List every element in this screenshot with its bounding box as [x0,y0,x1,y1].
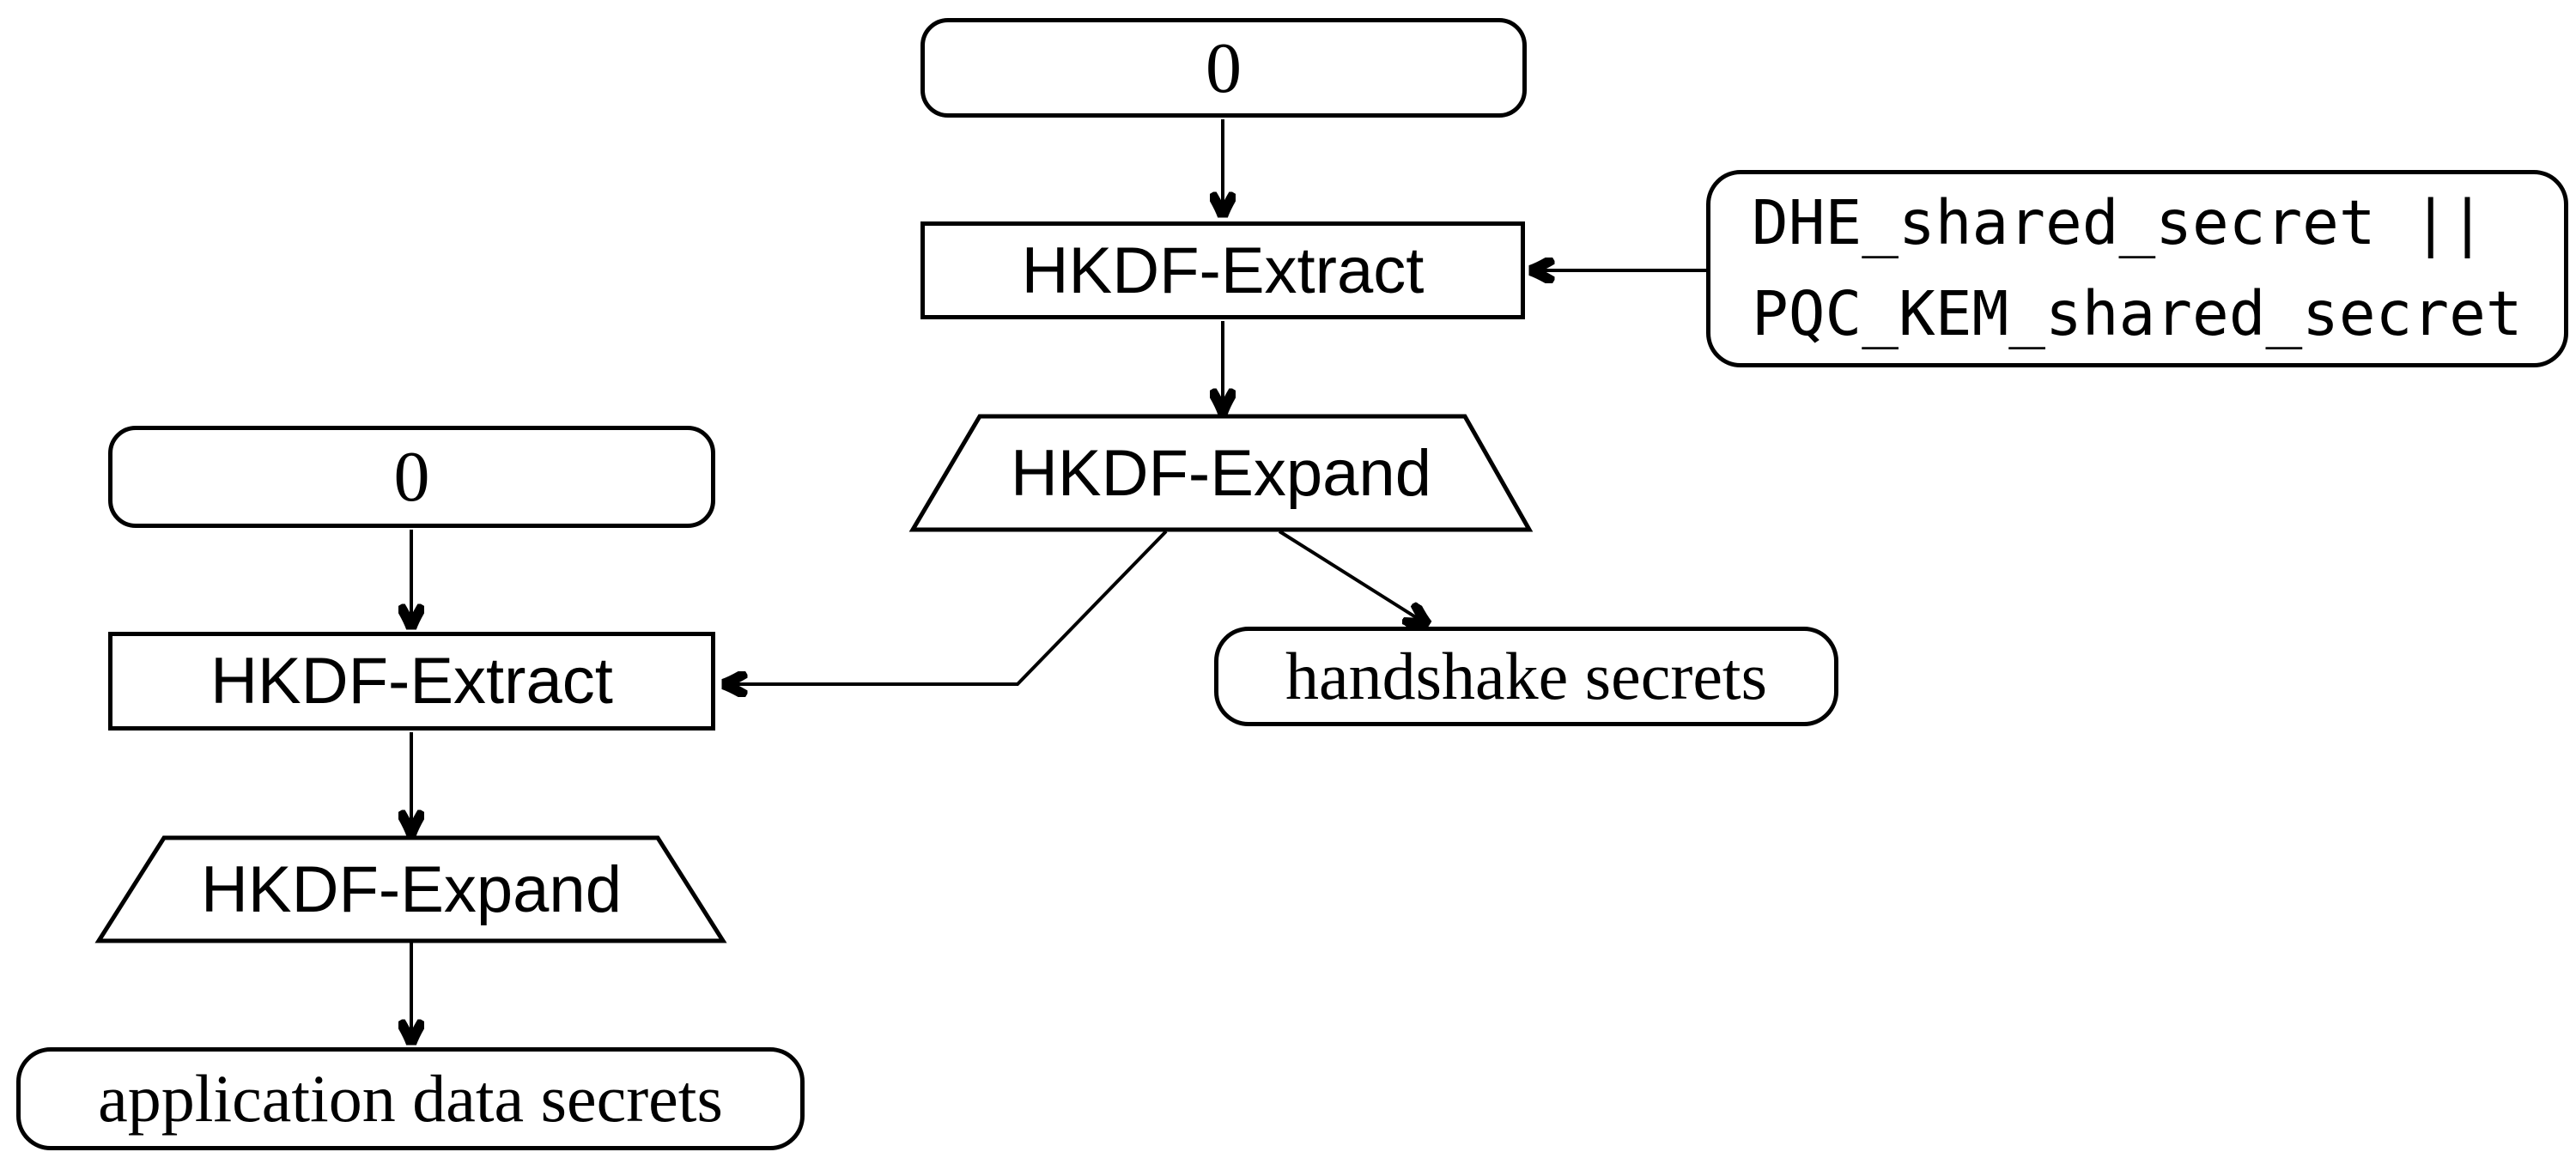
node-hkdf-expand-left: HKDF-Expand [94,834,728,945]
node-zero-top: 0 [920,18,1527,118]
node-hkdf-extract-top: HKDF-Extract [920,221,1525,319]
node-hkdf-extract-left-label: HKDF-Extract [210,645,613,718]
input-secrets-line-2: PQC_KEM_shared_secret [1752,278,2523,349]
trapezoid-shape [908,414,1534,532]
node-zero-left: 0 [108,426,715,528]
node-input-secrets: DHE_shared_secret || PQC_KEM_shared_secr… [1706,170,2568,367]
node-hkdf-expand-top: HKDF-Expand [908,412,1534,534]
node-hkdf-extract-left: HKDF-Extract [108,632,715,731]
trapezoid-shape [94,835,727,943]
arrow-hkdf-expand-top-to-handshake-secrets [1278,530,1428,625]
arrow-hkdf-expand-top-to-hkdf-extract-left [723,530,1168,684]
node-zero-left-label: 0 [393,437,430,517]
node-hkdf-expand-left-label: HKDF-Expand [201,852,622,926]
node-zero-top-label: 0 [1206,27,1242,108]
node-application-data-secrets-label: application data secrets [98,1061,723,1136]
input-secrets-line-1: DHE_shared_secret || [1752,187,2486,258]
node-handshake-secrets: handshake secrets [1214,627,1838,726]
node-hkdf-expand-top-label: HKDF-Expand [1011,436,1431,510]
node-application-data-secrets: application data secrets [16,1047,805,1150]
node-hkdf-extract-top-label: HKDF-Extract [1021,233,1425,307]
node-handshake-secrets-label: handshake secrets [1285,639,1767,713]
